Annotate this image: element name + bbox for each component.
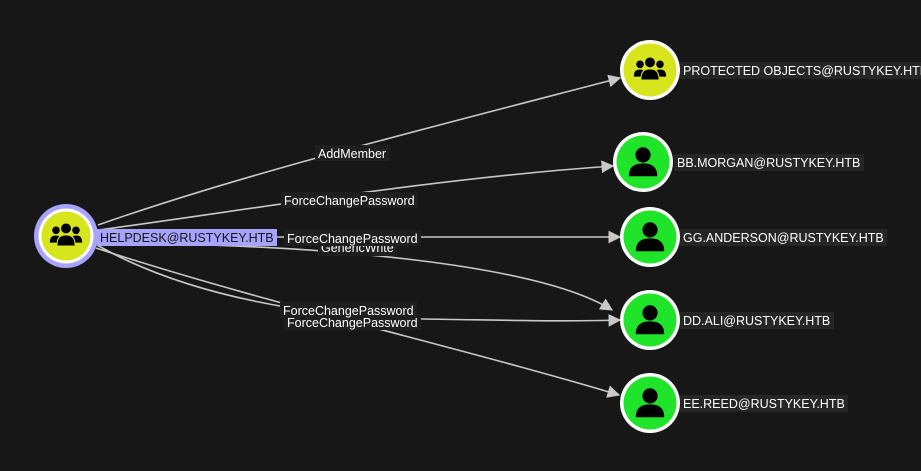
node-helpdesk[interactable] bbox=[34, 204, 98, 268]
node-gg-anderson[interactable] bbox=[620, 207, 680, 267]
node-ee-reed[interactable] bbox=[620, 373, 680, 433]
edge-label-force-bb-morgan: ForceChangePassword bbox=[281, 192, 418, 208]
svg-text:HELPDESK@RUSTYKEY.HTB: HELPDESK@RUSTYKEY.HTB bbox=[100, 231, 274, 245]
node-label-gg-anderson[interactable]: GG.ANDERSON@RUSTYKEY.HTB bbox=[680, 229, 887, 246]
node-label-bb-morgan[interactable]: BB.MORGAN@RUSTYKEY.HTB bbox=[674, 154, 864, 171]
svg-text:EE.REED@RUSTYKEY.HTB: EE.REED@RUSTYKEY.HTB bbox=[683, 397, 845, 411]
svg-text:ForceChangePassword: ForceChangePassword bbox=[283, 304, 414, 318]
node-protected-objects[interactable] bbox=[620, 40, 680, 100]
svg-text:BB.MORGAN@RUSTYKEY.HTB: BB.MORGAN@RUSTYKEY.HTB bbox=[677, 156, 860, 170]
edge-label-force-gg-anderson: ForceChangePassword bbox=[284, 230, 421, 246]
node-label-protected-objects[interactable]: PROTECTED OBJECTS@RUSTYKEY.HTB bbox=[680, 62, 921, 79]
node-label-helpdesk[interactable]: HELPDESK@RUSTYKEY.HTB bbox=[97, 229, 277, 246]
svg-text:PROTECTED OBJECTS@RUSTYKEY.HTB: PROTECTED OBJECTS@RUSTYKEY.HTB bbox=[683, 64, 921, 78]
svg-text:ForceChangePassword: ForceChangePassword bbox=[284, 194, 415, 208]
svg-text:ForceChangePassword: ForceChangePassword bbox=[287, 316, 418, 330]
svg-text:DD.ALI@RUSTYKEY.HTB: DD.ALI@RUSTYKEY.HTB bbox=[683, 314, 830, 328]
edge-label-add-member: AddMember bbox=[315, 145, 390, 161]
svg-text:ForceChangePassword: ForceChangePassword bbox=[287, 232, 418, 246]
node-bb-morgan[interactable] bbox=[613, 132, 673, 192]
svg-text:GG.ANDERSON@RUSTYKEY.HTB: GG.ANDERSON@RUSTYKEY.HTB bbox=[683, 231, 884, 245]
node-dd-ali[interactable] bbox=[620, 290, 680, 350]
edge-label-force-dd-ali: ForceChangePassword bbox=[280, 302, 417, 318]
node-label-ee-reed[interactable]: EE.REED@RUSTYKEY.HTB bbox=[680, 395, 848, 412]
node-label-dd-ali[interactable]: DD.ALI@RUSTYKEY.HTB bbox=[680, 312, 834, 329]
svg-text:AddMember: AddMember bbox=[318, 147, 386, 161]
